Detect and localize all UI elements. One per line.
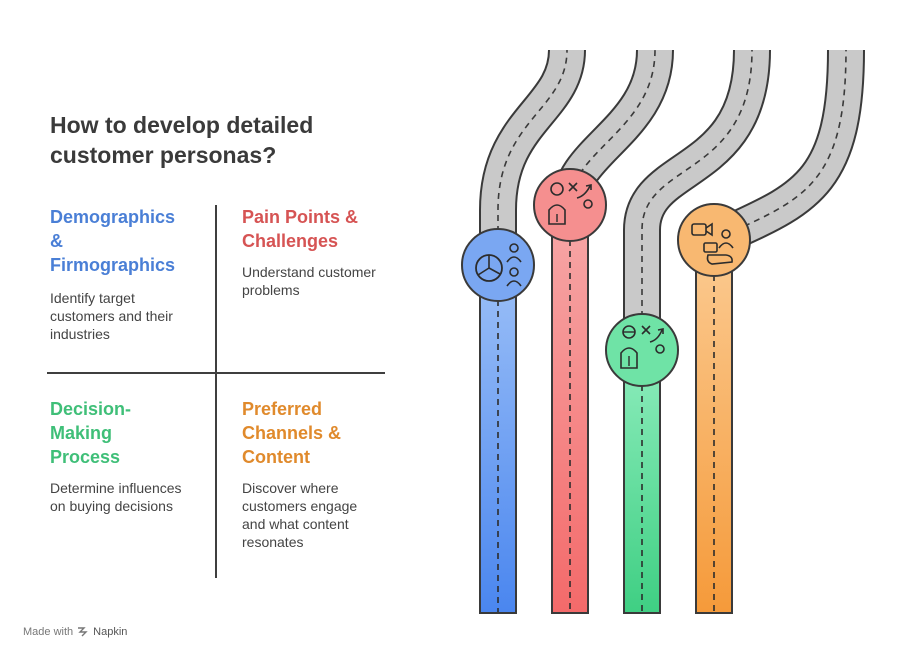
decision-strategy-icon <box>605 313 679 387</box>
roads-diagram <box>461 48 865 614</box>
gray-road-green <box>623 49 771 350</box>
quadrant-heading: Demographics & Firmographics <box>50 207 176 275</box>
quadrant-text: Understand customer problems <box>242 264 376 298</box>
lane-red <box>551 204 589 614</box>
horizontal-divider <box>47 372 385 374</box>
quadrant-heading: Decision-Making Process <box>50 399 132 467</box>
quadrant-heading: Preferred Channels & Content <box>242 399 342 467</box>
strategy-person-icon <box>533 168 607 242</box>
vertical-divider <box>215 205 217 578</box>
quadrant-text: Discover where customers engage and what… <box>242 480 358 550</box>
quadrant-demographics: Demographics & Firmographics Identify ta… <box>50 205 200 343</box>
napkin-brand-label: Napkin <box>93 626 128 638</box>
napkin-logo-icon <box>78 627 88 637</box>
lane-blue <box>479 264 517 614</box>
made-with-label: Made with <box>23 626 74 638</box>
quadrant-pain-points: Pain Points & Challenges Understand cust… <box>242 205 382 299</box>
page-title: How to develop detailed customer persona… <box>50 112 314 168</box>
demographics-pie-people-icon <box>461 228 535 302</box>
quadrant-text: Determine influences on buying decisions <box>50 480 182 514</box>
quadrant-heading: Pain Points & Challenges <box>242 207 359 251</box>
lane-green <box>623 349 661 614</box>
gray-road-blue <box>479 48 586 265</box>
lane-orange <box>695 239 733 614</box>
channels-media-icon <box>677 203 751 277</box>
quadrant-preferred-channels: Preferred Channels & Content Discover wh… <box>242 397 382 551</box>
quadrant-text: Identify target customers and their indu… <box>50 290 173 342</box>
footer: Made with Napkin <box>23 626 127 638</box>
quadrant-decision-making: Decision-Making Process Determine influe… <box>50 397 200 515</box>
